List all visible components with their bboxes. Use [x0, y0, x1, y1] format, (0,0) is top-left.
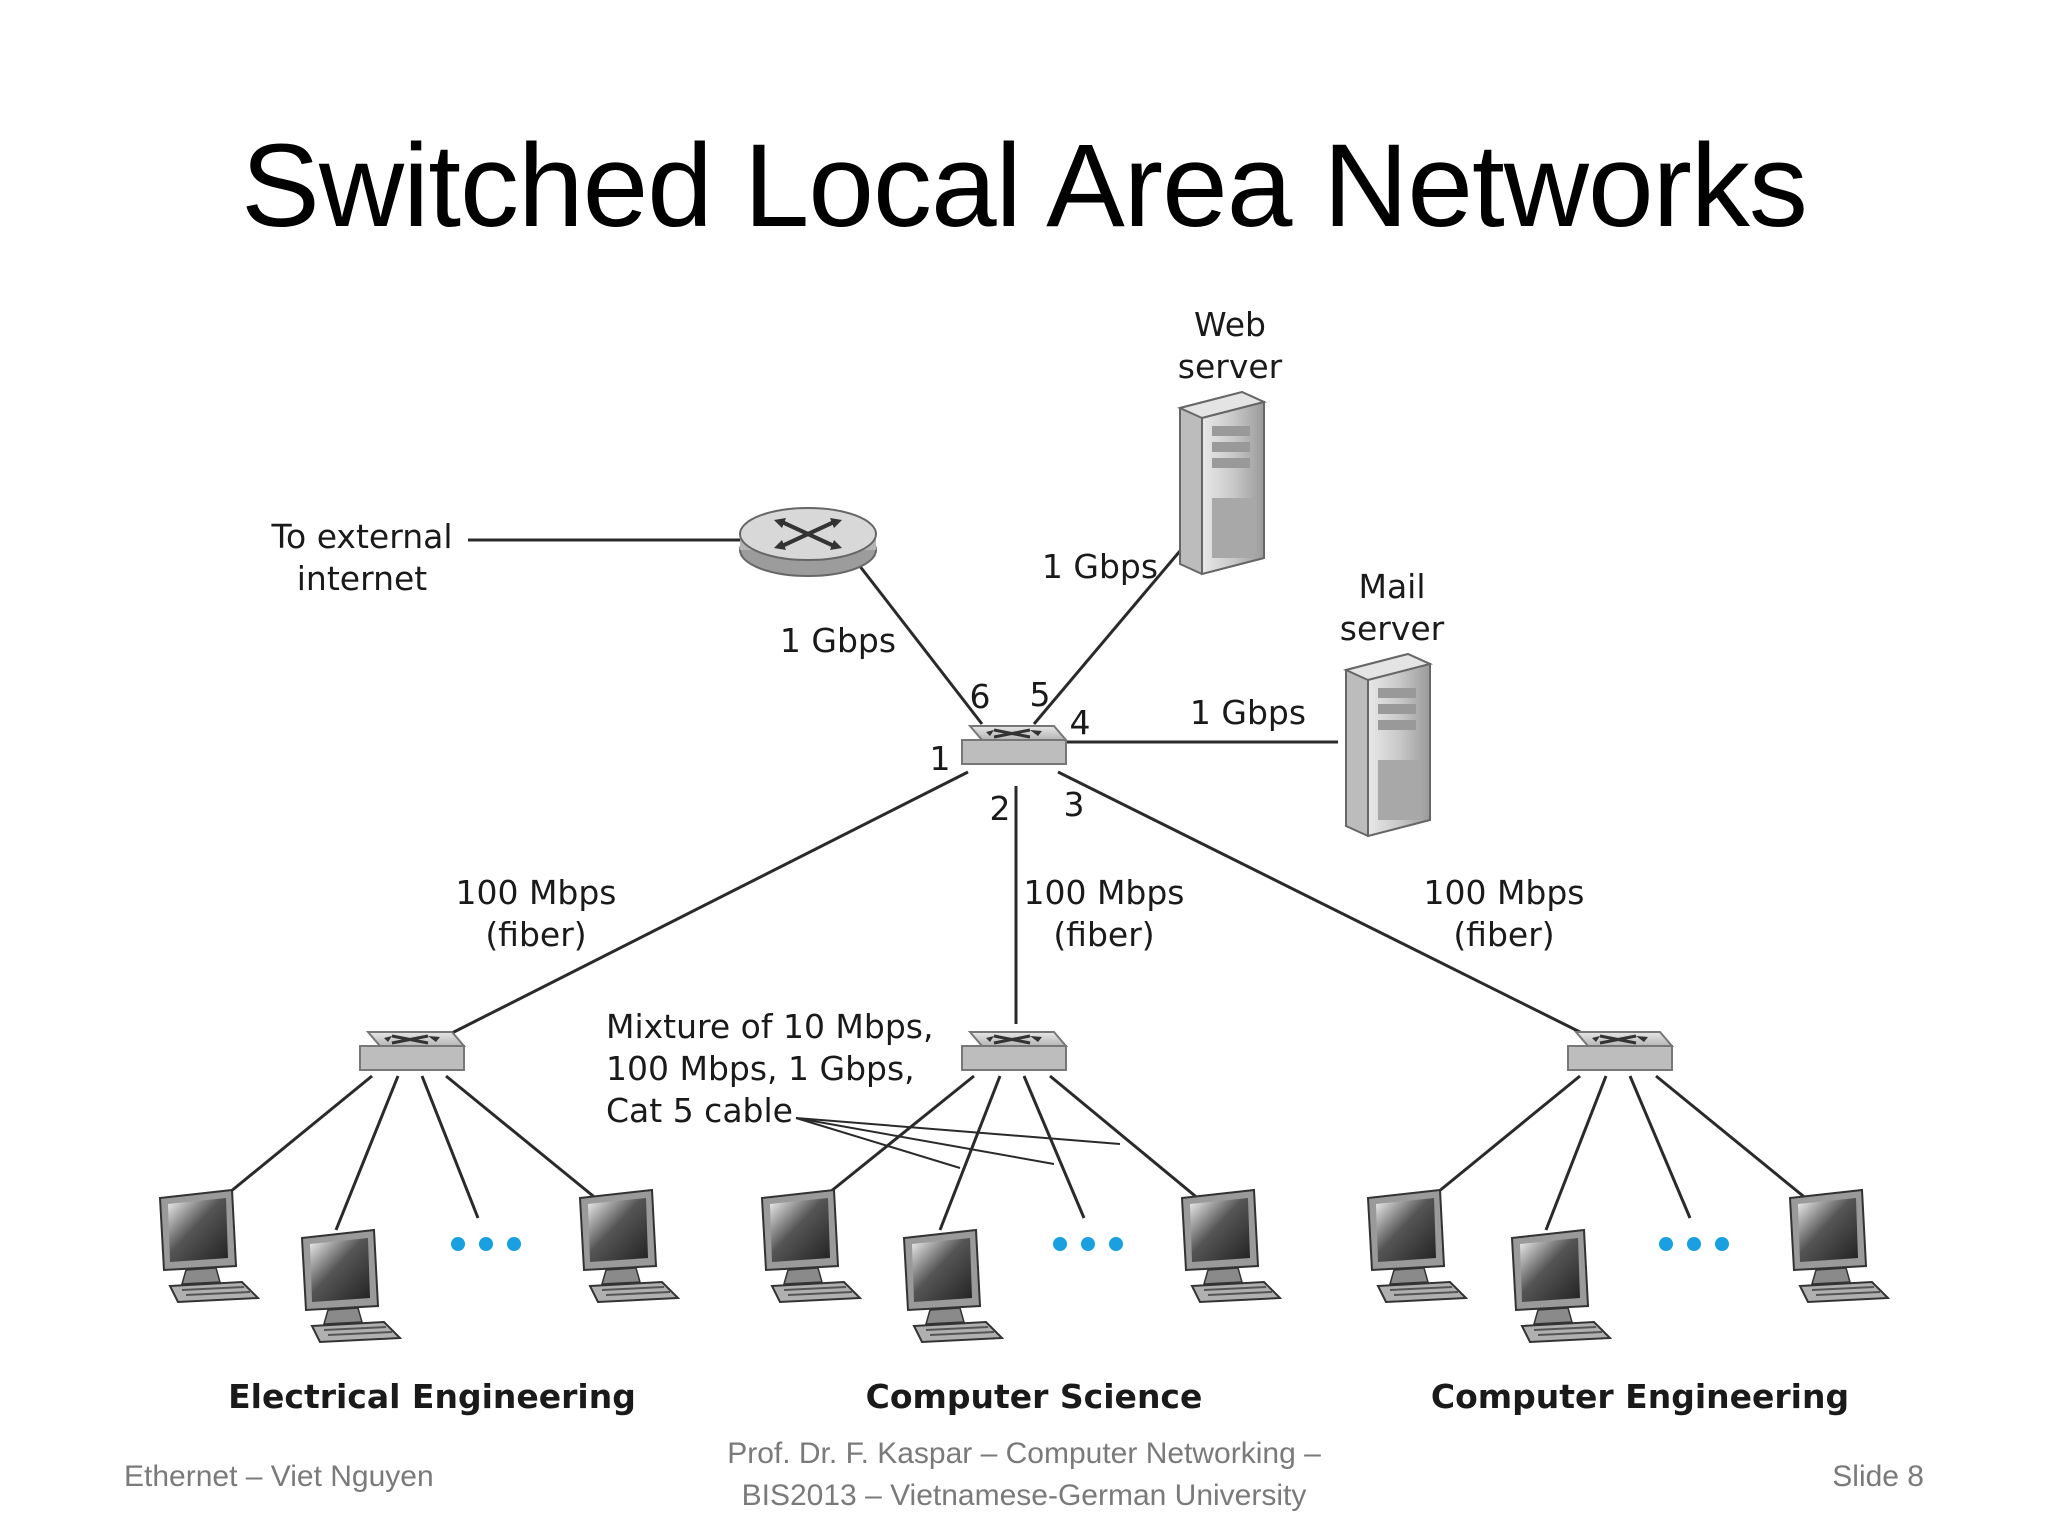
router: [739, 507, 877, 577]
pc-icon: [1789, 1189, 1889, 1303]
pc-icon: [1181, 1189, 1281, 1303]
external-label-line2: internet: [297, 559, 428, 598]
port-5: 5: [1030, 675, 1051, 714]
port-6: 6: [970, 677, 991, 716]
pc-icon: [903, 1229, 1003, 1343]
link-router-switch: [850, 555, 984, 725]
pc-icon: [1511, 1229, 1611, 1343]
cs-fiber-speed: 100 Mbps: [1023, 873, 1184, 912]
link-router-speed: 1 Gbps: [780, 621, 896, 660]
link-switch-ee: [445, 770, 969, 1038]
port-2: 2: [990, 789, 1011, 828]
port-4: 4: [1070, 703, 1091, 742]
ce-switch: [1566, 1030, 1674, 1072]
mail-server-label-line1: Mail: [1358, 567, 1425, 606]
dept-computer-science: Computer Science: [866, 1377, 1203, 1416]
external-label-line1: To external: [270, 517, 452, 556]
ce-hosts: [1367, 1189, 1889, 1343]
slide-number: Slide 8: [1832, 1460, 1924, 1493]
central-switch: [960, 724, 1068, 766]
ee-hosts: [159, 1189, 679, 1343]
pc-icon: [579, 1189, 679, 1303]
links: [229, 531, 1809, 1231]
ee-fiber-type: (fiber): [485, 915, 586, 954]
cs-hosts: [761, 1189, 1281, 1343]
web-server-label-line1: Web: [1194, 305, 1266, 344]
pc-icon: [159, 1189, 259, 1303]
footer-course-line1: Prof. Dr. F. Kaspar – Computer Networkin…: [727, 1437, 1321, 1470]
pc-icon: [1367, 1189, 1467, 1303]
mixture-label-line3: Cat 5 cable: [606, 1091, 793, 1130]
footer-course-line2: BIS2013 – Vietnamese-German University: [741, 1479, 1307, 1512]
link-web-speed: 1 Gbps: [1042, 547, 1158, 586]
ce-fiber-speed: 100 Mbps: [1423, 873, 1584, 912]
mixture-label-line2: 100 Mbps, 1 Gbps,: [606, 1049, 915, 1088]
footer-course: Prof. Dr. F. Kaspar – Computer Networkin…: [624, 1433, 1424, 1517]
ee-fiber-speed: 100 Mbps: [455, 873, 616, 912]
ce-fiber-type: (fiber): [1453, 915, 1554, 954]
pc-icon: [301, 1229, 401, 1343]
dept-electrical-engineering: Electrical Engineering: [228, 1377, 636, 1416]
link-switch-ce: [1057, 770, 1589, 1038]
web-server-label-line2: server: [1178, 347, 1283, 386]
cs-fiber-type: (fiber): [1053, 915, 1154, 954]
footer-author: Ethernet – Viet Nguyen: [124, 1460, 434, 1493]
ee-switch: [358, 1030, 466, 1072]
port-3: 3: [1064, 785, 1085, 824]
slide-title: Switched Local Area Networks: [241, 120, 1808, 252]
web-server-icon: [1179, 391, 1265, 575]
ellipsis-dots: [451, 1237, 1729, 1251]
port-1: 1: [930, 739, 951, 778]
mail-server-label-line2: server: [1340, 609, 1445, 648]
pc-icon: [761, 1189, 861, 1303]
dept-computer-engineering: Computer Engineering: [1431, 1377, 1849, 1416]
mixture-label-line1: Mixture of 10 Mbps,: [606, 1007, 934, 1046]
mail-server-icon: [1345, 653, 1431, 837]
link-mail-speed: 1 Gbps: [1190, 693, 1306, 732]
cs-switch: [960, 1030, 1068, 1072]
link-web-switch: [1032, 531, 1198, 725]
